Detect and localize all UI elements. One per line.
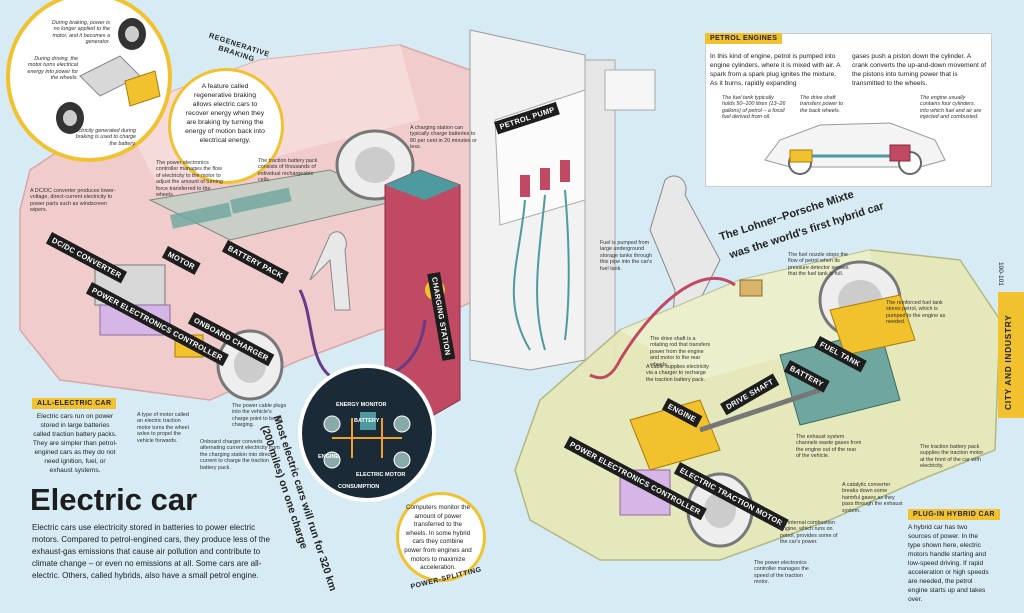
screen-consumption: CONSUMPTION (338, 484, 380, 490)
note-dcdc: A DC/DC converter produces lower-voltage… (30, 188, 116, 214)
note-pec: The power electronics controller manages… (156, 160, 223, 199)
petrol-text-right: gases push a piston down the cylinder. A… (852, 53, 987, 87)
regen-note-braking: During braking, power is no longer appli… (51, 20, 110, 46)
section-label: CITY AND INDUSTRY (1003, 314, 1013, 410)
note-onboard: Onboard charger converts alternating cur… (200, 439, 280, 471)
hybrid-heading: PLUG-IN HYBRID CAR (908, 509, 1000, 520)
person-charging (309, 231, 351, 311)
section-tab: CITY AND INDUSTRY (998, 292, 1024, 418)
note-station: A charging station can typically charge … (410, 125, 477, 151)
power-split-text: Computers monitor the amount of power tr… (404, 504, 472, 572)
note-drive-shaft: The drive shaft is a rotating rod that t… (650, 336, 711, 368)
petrol-note-engine: The engine usually contains four cylinde… (920, 95, 982, 121)
note-nozzle: The fuel nozzle stops the flow of petrol… (788, 252, 849, 278)
note-reinforced: The reinforced fuel tank stores petrol, … (886, 300, 946, 326)
note-pec-h: The power electronics controller manages… (754, 560, 809, 586)
power-split-bubble (396, 492, 486, 582)
note-cable-h: A cable supplies electricity via a charg… (646, 364, 709, 383)
note-fuel-pumped: Fuel is pumped from large underground st… (600, 240, 653, 272)
note-cable: The power cable plugs into the vehicle's… (232, 403, 287, 429)
regen-text: A feature called regenerative braking al… (185, 83, 265, 144)
all-electric-heading: ALL-ELECTRIC CAR (32, 398, 117, 409)
screen-engine: ENGINE (318, 454, 340, 460)
hybrid-text: A hybrid car has two sources of power. I… (908, 524, 989, 603)
petrol-note-tank: The fuel tank typically holds 50–100 lit… (722, 95, 786, 121)
note-traction: The traction battery pack consists of th… (258, 158, 318, 184)
page-title: Electric car (30, 482, 198, 517)
petrol-car-diagram (764, 122, 946, 175)
regen-note-driving: During driving, the motor turns electric… (27, 56, 78, 82)
regen-note-generated: Electricity generated during braking is … (70, 128, 136, 147)
page-number: 100-101 (997, 262, 1004, 286)
hybrid-fuel-tank-shape (829, 294, 916, 356)
screen-battery: BATTERY (354, 418, 380, 424)
regen-circle (6, 0, 172, 162)
screen-energy: ENERGY MONITOR (336, 402, 387, 408)
note-catalytic: A catalytic converter breaks down some h… (842, 482, 903, 514)
petrol-text-left: In this kind of engine, petrol is pumped… (710, 53, 841, 87)
note-exhaust: The exhaust system channels waste gases … (796, 434, 862, 460)
all-electric-text: Electric cars run on power stored in lar… (32, 413, 118, 474)
note-motor-type: A type of motor called an electric tract… (137, 412, 189, 444)
petrol-heading: PETROL ENGINES (705, 33, 783, 44)
petrol-note-shaft: The drive shaft transfers power to the b… (800, 95, 844, 114)
screen-motor: ELECTRIC MOTOR (356, 472, 406, 478)
page-intro: Electric cars use electricity stored in … (32, 523, 270, 580)
note-ice: An internal combustion engine, which run… (780, 520, 838, 546)
regen-text-bubble (168, 68, 284, 184)
power-split-circle: ENERGY MONITOR BATTERY ENGINE ELECTRIC M… (298, 364, 436, 502)
note-traction-h: The traction battery pack supplies the t… (920, 444, 984, 470)
